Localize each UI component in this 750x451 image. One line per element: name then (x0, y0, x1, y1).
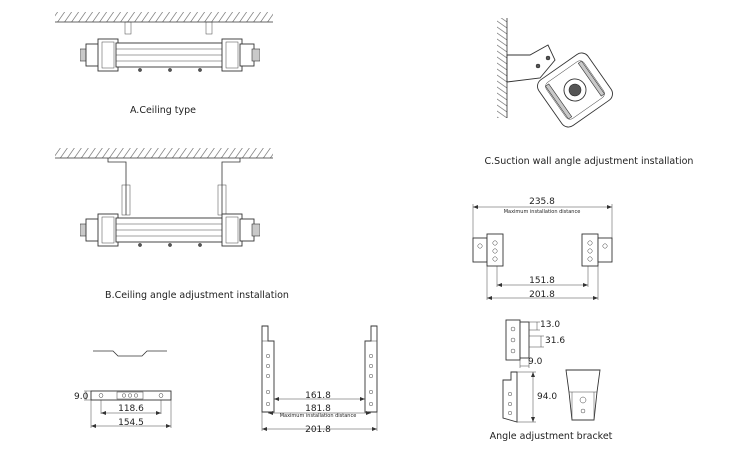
dim-note-max-install-mid: Maximum installation distance (280, 413, 357, 419)
lamp-body (80, 38, 260, 73)
dim-9-0-left: 9.0 (74, 392, 89, 402)
dim-181-8: 181.8 (305, 404, 331, 414)
dim-154-5: 154.5 (118, 418, 144, 428)
bracket-bolt (535, 63, 541, 69)
bracket-plate (121, 184, 131, 216)
wall-angle-figure (497, 18, 613, 128)
angle-bracket-drawing: 13.0 31.6 9.0 94.0 (502, 319, 601, 423)
dim-201-8-bottom: 201.8 (305, 425, 331, 435)
bracket-side-view (502, 371, 518, 423)
wall-bracket (506, 44, 556, 83)
angle-bracket-right (221, 158, 241, 215)
caption-ceiling-angle: B.Ceiling angle adjustment installation (105, 290, 289, 301)
dim-9-0-bracket: 9.0 (528, 357, 543, 367)
clip-profile: 9.0 118.6 154.5 (74, 350, 172, 428)
bracket-left (261, 325, 275, 413)
dim-235-8: 235.8 (529, 197, 555, 207)
bracket-left-side (472, 237, 488, 263)
angle-bracket-left (107, 158, 127, 215)
twin-bracket-drawing: 161.8 181.8 Maximum installation distanc… (261, 325, 378, 435)
dim-201-8-top: 201.8 (529, 290, 555, 300)
lamp-end-view (537, 52, 613, 128)
dim-13-0: 13.0 (540, 320, 560, 330)
bracket-right (364, 325, 378, 413)
ceiling-hatch (55, 148, 273, 158)
caption-wall-angle: C.Suction wall angle adjustment installa… (485, 156, 694, 167)
caption-angle-bracket: Angle adjustment bracket (490, 431, 613, 442)
ceiling-type-figure (55, 12, 273, 73)
mount-clip (124, 21, 132, 35)
bracket-bolt (545, 55, 551, 61)
wall-hatch (497, 18, 507, 118)
bracket-spacing-dims: 235.8 Maximum installation distance 151.… (472, 197, 613, 300)
dim-161-8: 161.8 (305, 391, 331, 401)
clip-side-profile (93, 350, 167, 357)
dim-note-max-install: Maximum installation distance (504, 209, 581, 215)
ceiling-hatch (55, 12, 273, 22)
dim-31-6: 31.6 (545, 336, 565, 346)
caption-ceiling-type: A.Ceiling type (130, 105, 196, 116)
dim-118-6: 118.6 (118, 404, 144, 414)
bracket-right-side (597, 237, 613, 263)
bracket-upper-plate (505, 319, 521, 361)
ceiling-angle-figure (55, 148, 273, 248)
dim-151-8: 151.8 (529, 276, 555, 286)
mount-clip (205, 21, 213, 35)
dim-94-0: 94.0 (537, 392, 557, 402)
bracket-left-plate (486, 233, 504, 267)
lamp-body (80, 213, 260, 248)
clip-top-view (90, 390, 172, 401)
bracket-front-view (565, 369, 601, 421)
